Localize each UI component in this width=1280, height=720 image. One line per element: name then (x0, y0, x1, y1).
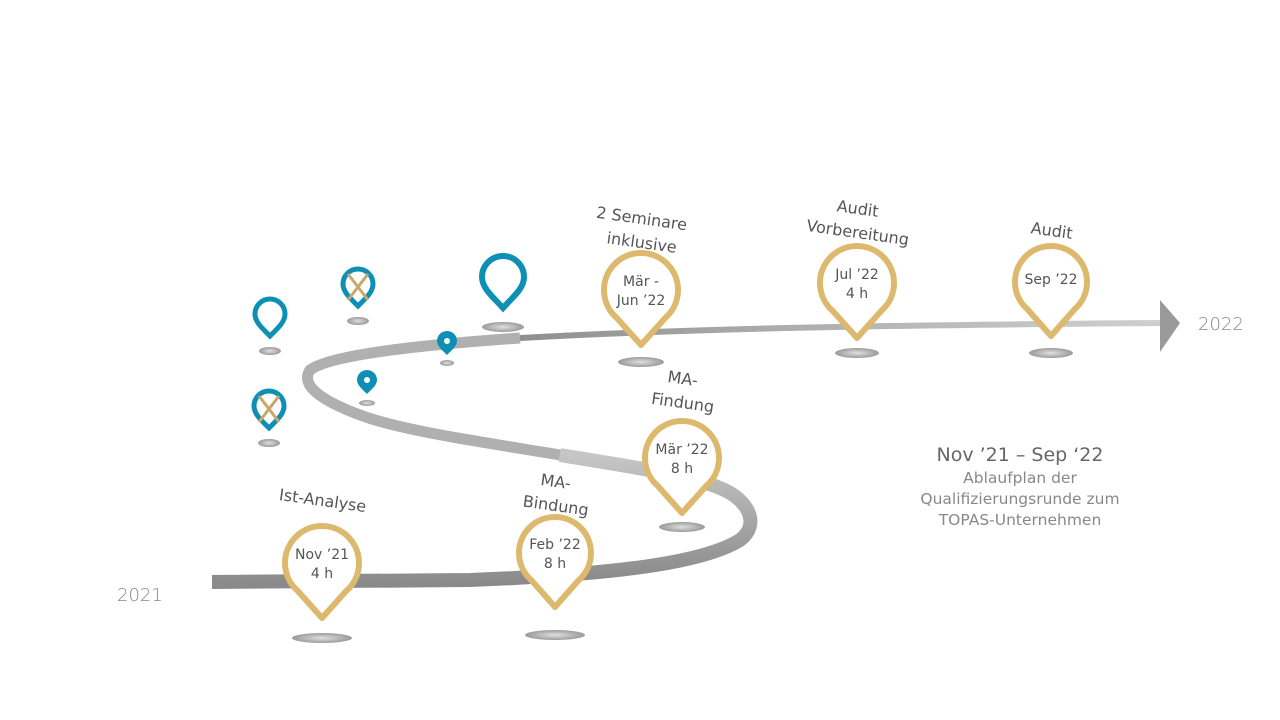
timeline-summary: Nov ’21 – Sep ‘22 Ablaufplan der Qualifi… (880, 444, 1160, 531)
milestone-audit: Sep ’22 Audit (1012, 218, 1090, 358)
milestone-hours: Jun ’22 (616, 293, 666, 309)
summary-line: Ablaufplan der (963, 469, 1077, 487)
milestone-date: Jul ’22 (834, 267, 879, 283)
pin-shadow (659, 522, 705, 532)
milestone-label: MA- (540, 470, 573, 493)
map-pin-icon (601, 249, 681, 348)
map-pin-icon (282, 522, 362, 621)
milestone-hours: 4 h (311, 566, 333, 582)
milestone-label: MA- (667, 367, 700, 390)
map-pin-small-icon (357, 370, 377, 406)
milestone-label: Findung (650, 389, 715, 417)
milestone-hours: 8 h (544, 556, 566, 572)
map-pin-small-icon (437, 331, 457, 366)
map-pin-icon (817, 242, 897, 341)
milestone-date: Mär - (623, 274, 659, 290)
milestone-date: Nov ’21 (295, 547, 349, 563)
pin-shadow (835, 348, 879, 358)
map-pin-icon (516, 514, 594, 610)
map-pin-icon (252, 296, 288, 355)
milestone-ist-analyse: Nov ’21 4 h Ist-Analyse (278, 485, 368, 643)
road-top-segment (519, 320, 1163, 341)
milestone-date: Mär ’22 (655, 442, 708, 458)
milestone-date: Feb ’22 (529, 537, 581, 553)
milestone-label: Audit (1030, 218, 1074, 243)
pin-shadow (525, 630, 585, 640)
summary-line: TOPAS-Unternehmen (938, 511, 1102, 529)
year-end-label: 2022 (1198, 314, 1244, 335)
milestone-ma-findung: Mär ’22 8 h MA-Findung (642, 367, 722, 532)
pin-shadow (1029, 348, 1073, 358)
summary-line: Qualifizierungsrunde zum (920, 490, 1120, 508)
milestone-hours: 8 h (671, 461, 693, 477)
milestone-date: Sep ’22 (1024, 272, 1077, 288)
milestone-ma-bindung: Feb ’228 hMA-Bindung (516, 470, 594, 640)
decor-pins (251, 253, 528, 447)
map-pin-icon (478, 253, 528, 332)
road-arrowhead-icon (1160, 300, 1180, 352)
milestone-label: Ist-Analyse (278, 485, 368, 516)
road-middle-segment (302, 332, 561, 461)
pin-shadow (618, 357, 664, 367)
summary-title: Nov ’21 – Sep ‘22 (936, 444, 1104, 466)
milestone-hours: 4 h (846, 286, 868, 302)
map-pin-crossed-icon (340, 266, 376, 325)
map-pin-crossed-icon (251, 388, 287, 447)
pin-shadow (292, 633, 352, 643)
map-pin-icon (1012, 243, 1090, 339)
map-pin-icon (642, 417, 722, 516)
milestone-label: Audit (836, 196, 880, 221)
year-start-label: 2021 (117, 585, 163, 606)
